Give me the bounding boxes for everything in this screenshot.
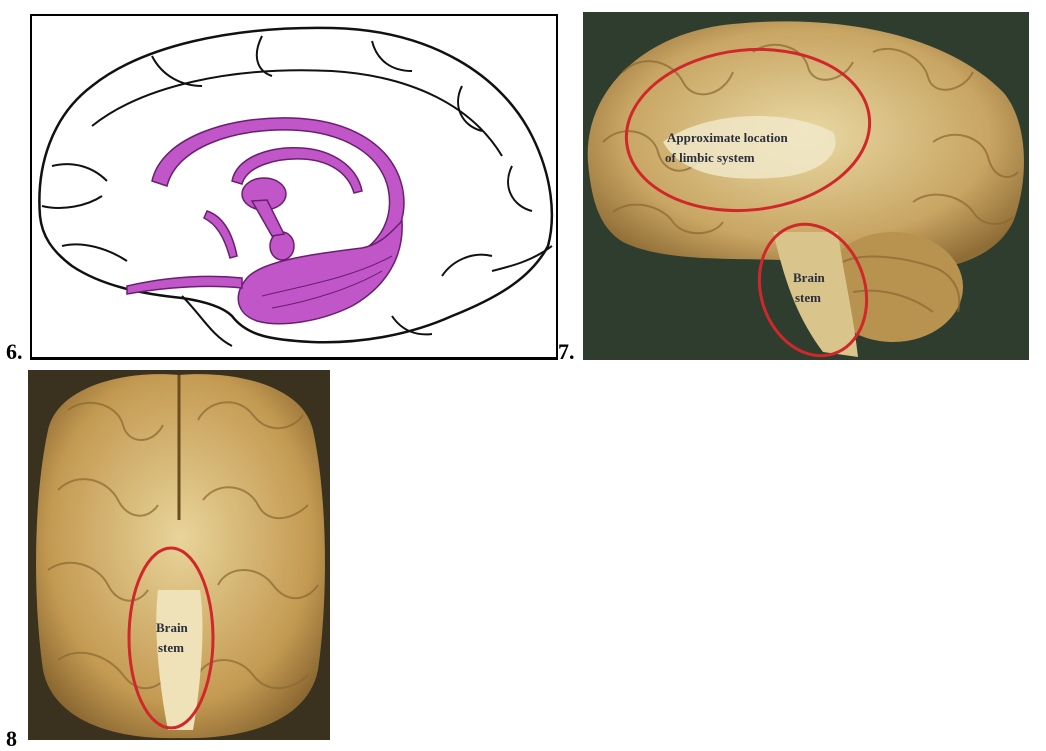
- gyri-texture-8: [47, 401, 319, 690]
- brainstem-photo-8: [156, 590, 203, 730]
- brain-outline: [38, 26, 554, 344]
- limbic-structures: [126, 117, 405, 325]
- figure-6-number: 6.: [6, 339, 23, 364]
- figure-7-number: 7.: [558, 339, 575, 364]
- figure-8-number: 8: [6, 726, 17, 751]
- brainstem-label-8-line2: stem: [158, 640, 184, 655]
- brainstem-marker-circle: [757, 222, 869, 358]
- brain-sulci: [41, 35, 553, 347]
- limbic-detail-lines: [261, 255, 393, 309]
- brainstem-label-line1: Brain: [793, 270, 826, 285]
- brain-underside-photo: [36, 374, 325, 739]
- figure-7-sagittal-photo: Approximate location of limbic system Br…: [583, 12, 1029, 360]
- gyri-texture: [602, 43, 1019, 313]
- figure-8-inferior-photo: Brain stem: [28, 370, 330, 740]
- brainstem-photo: [773, 232, 858, 357]
- figure-6-limbic-diagram: [30, 14, 558, 360]
- limbic-label-line2: of limbic system: [665, 150, 755, 165]
- corpus-callosum-photo: [663, 115, 836, 179]
- figure-7-image: Approximate location of limbic system Br…: [583, 12, 1029, 360]
- brainstem-label-line2: stem: [795, 290, 821, 305]
- figure-6-drawing: [38, 26, 554, 347]
- figure-8-image: Brain stem: [28, 370, 330, 740]
- limbic-label-line1: Approximate location: [667, 130, 788, 145]
- brainstem-marker-circle-8: [127, 546, 215, 730]
- brainstem-label-8-line1: Brain: [156, 620, 189, 635]
- limbic-marker-circle: [624, 47, 872, 213]
